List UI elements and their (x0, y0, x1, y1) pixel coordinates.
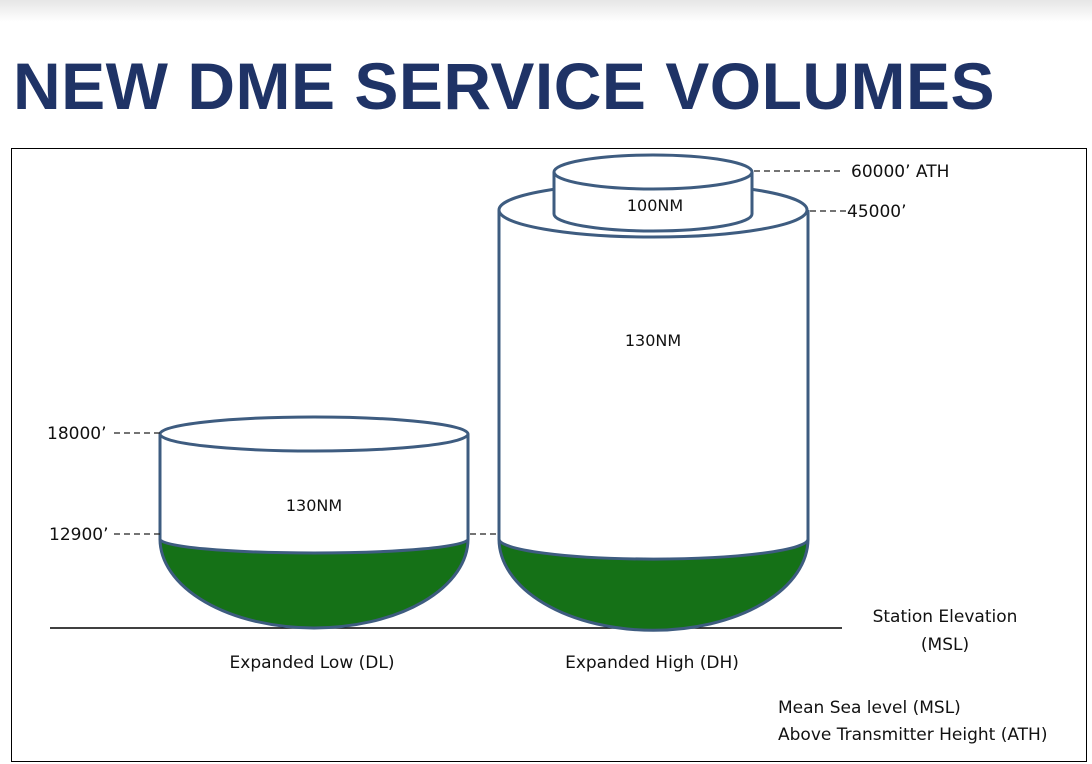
station-elevation-label-line2: (MSL) (921, 635, 969, 655)
expanded-low-coverage-rim (158, 538, 470, 555)
station-elevation-label-line1: Station Elevation (873, 607, 1018, 627)
expanded-high-coverage-rim (497, 538, 810, 561)
expanded-high-outline (497, 210, 810, 632)
altitude-label-18000: 18000’ (47, 424, 106, 444)
expanded-low-radius-label: 130NM (286, 496, 342, 515)
expanded-high-radius-label: 130NM (625, 331, 681, 350)
caption-expanded-low: Expanded Low (DL) (230, 653, 395, 673)
altitude-label-45000: 45000’ (847, 202, 906, 222)
expanded-low-top-ellipse (158, 415, 470, 453)
altitude-label-60000-ath: 60000’ ATH (851, 162, 949, 182)
expanded-low-outline (158, 434, 470, 630)
expanded-high-top-tier: 100NM (552, 153, 754, 233)
top-tier-outline (552, 172, 754, 233)
top-tier-top-ellipse (552, 153, 754, 191)
altitude-label-12900: 12900’ (49, 525, 108, 545)
top-tier-radius-label: 100NM (627, 196, 683, 215)
slide-top-shading (0, 0, 1092, 22)
expanded-low-coverage-fill (160, 539, 468, 628)
expanded-high-coverage-fill (499, 539, 808, 631)
expanded-low-volume: 130NM (158, 415, 470, 630)
legend-msl: Mean Sea level (MSL) (778, 698, 961, 718)
caption-expanded-high: Expanded High (DH) (565, 653, 739, 673)
slide-title: NEW DME SERVICE VOLUMES (13, 49, 996, 123)
expanded-high-volume: 130NM (497, 181, 810, 632)
legend-ath: Above Transmitter Height (ATH) (778, 725, 1047, 745)
service-volume-diagram (11, 148, 1087, 762)
